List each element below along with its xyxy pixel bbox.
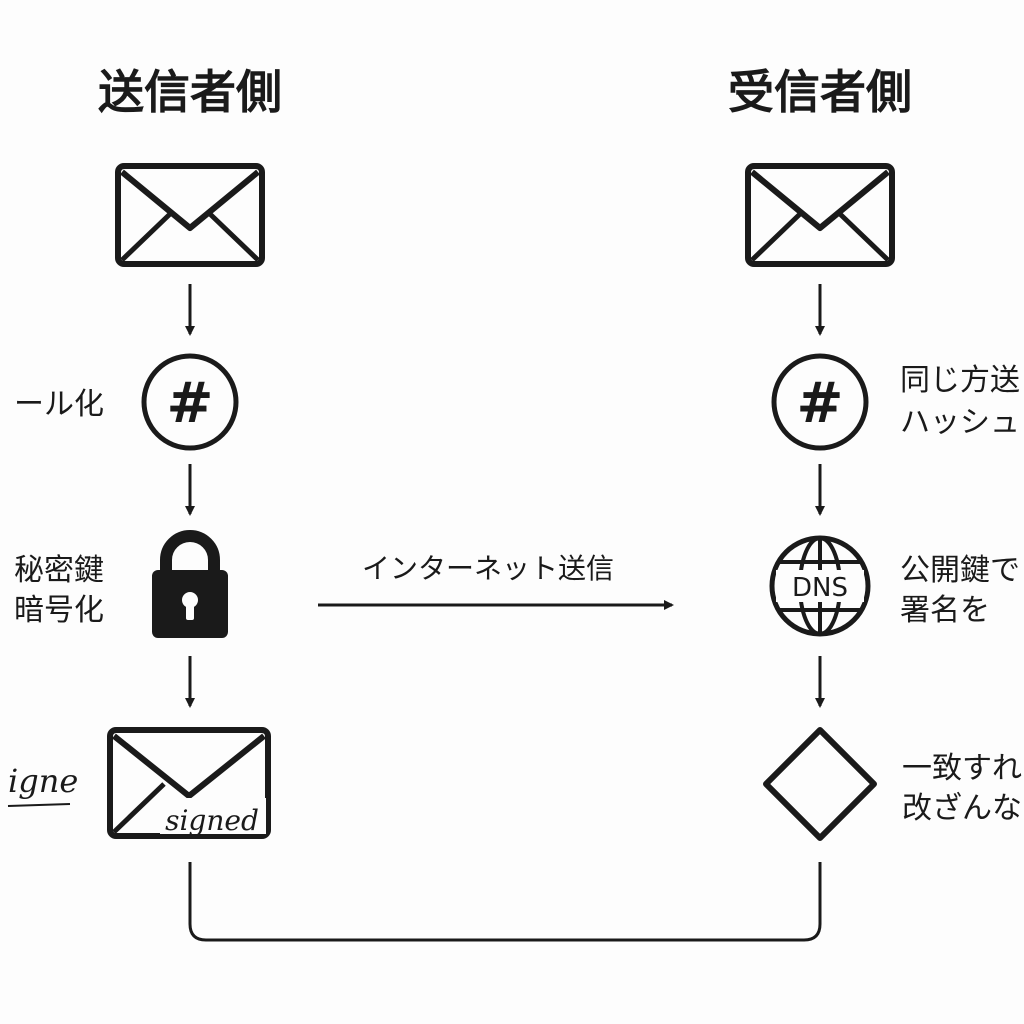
receiver-hash-label-line1: 同じ方送 — [900, 363, 1020, 398]
receiver-title: 受信者側 — [728, 65, 912, 119]
dns-label-line1: 公開鍵で — [900, 553, 1020, 588]
sender-hash-symbol: # — [167, 371, 214, 436]
signed-envelope-icon — [107, 727, 271, 839]
dns-text: DNS — [792, 573, 848, 603]
sender-envelope-icon — [115, 163, 265, 267]
signature-label: igne — [8, 762, 78, 800]
sender-hash-icon: # — [141, 353, 239, 451]
receiver-hash-symbol: # — [797, 371, 844, 436]
sender-hash-label: ール化 — [14, 387, 104, 422]
lock-icon — [152, 530, 228, 638]
lock-label-line2: 暗号化 — [14, 593, 104, 628]
transfer-label: インターネット送信 — [362, 552, 614, 585]
verify-label-line1: 一致すれ — [902, 751, 1022, 786]
sender-title: 送信者側 — [98, 65, 282, 119]
lock-label-line1: 秘密鍵 — [14, 553, 104, 588]
signed-stamp-text: signed — [165, 804, 259, 837]
verify-label-line2: 改ざんな — [902, 791, 1022, 826]
receiver-hash-label-line2: ハッシュ — [900, 405, 1020, 440]
receiver-hash-icon: # — [771, 353, 869, 451]
receiver-envelope-icon — [745, 163, 895, 267]
dns-label-line2: 署名を — [900, 593, 990, 628]
bottom-connector — [188, 862, 822, 942]
dns-globe-icon — [769, 535, 871, 637]
verify-diamond — [763, 727, 877, 841]
signature-underline — [7, 803, 71, 807]
